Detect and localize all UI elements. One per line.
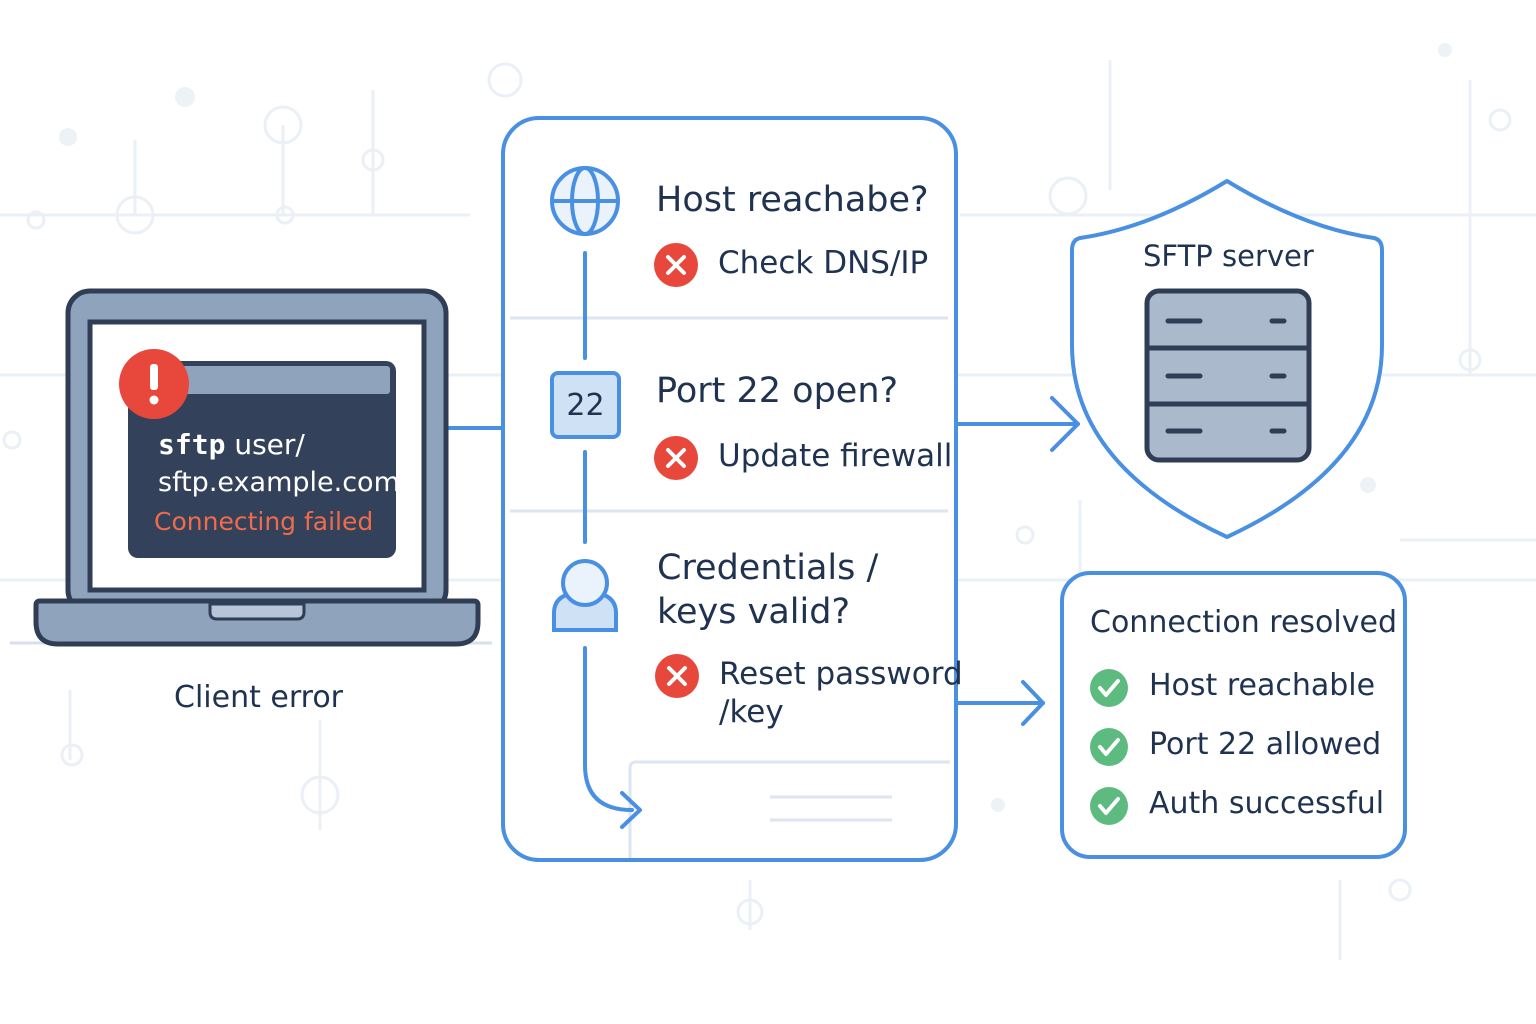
step-host-fix: Check DNS/IP [718, 245, 929, 281]
server-rack-icon [1144, 288, 1312, 463]
error-x-icon [654, 243, 698, 287]
error-x-icon [654, 436, 698, 480]
step-credentials-fix-line-2: /key [719, 694, 784, 730]
resolved-title: Connection resolved [1090, 605, 1397, 640]
checklist-footer-box [628, 760, 950, 858]
server-arrowhead [1050, 396, 1080, 452]
check-icon [1090, 728, 1128, 766]
step-credentials-question-line-2: keys valid? [657, 592, 851, 632]
step-credentials-question-line-1: Credentials / [657, 548, 879, 588]
globe-icon [550, 166, 620, 236]
terminal-user: user/ [234, 428, 305, 461]
terminal-command-line: sftp user/ [158, 428, 305, 461]
resolved-item-host: Host reachable [1149, 668, 1376, 703]
error-x-icon [655, 654, 699, 698]
step-credentials-fix-line-1: Reset password [719, 656, 963, 692]
step-host-question: Host reachabe? [656, 180, 929, 220]
terminal-titlebar [138, 366, 390, 394]
timeline-segment-3 [583, 646, 634, 812]
terminal-window [128, 361, 396, 558]
terminal-status: Connecting failed [154, 507, 374, 536]
sftp-command: sftp [158, 428, 226, 461]
resolved-item-port: Port 22 allowed [1149, 727, 1382, 762]
user-icon [552, 559, 618, 632]
resolved-arrowhead [1021, 680, 1045, 726]
server-label: SFTP server [1143, 239, 1314, 273]
port-22-icon-label: 22 [566, 388, 605, 423]
resolved-item-auth: Auth successful [1149, 786, 1385, 821]
laptop-base [33, 598, 481, 647]
client-label: Client error [174, 680, 344, 715]
step-port-question: Port 22 open? [656, 371, 899, 411]
check-icon [1090, 787, 1128, 825]
port-22-icon [550, 371, 621, 439]
step-port-fix: Update firewall [718, 438, 953, 474]
terminal-host: sftp.example.com [158, 467, 400, 498]
timeline-arrowhead [620, 791, 642, 829]
check-icon [1090, 669, 1128, 707]
